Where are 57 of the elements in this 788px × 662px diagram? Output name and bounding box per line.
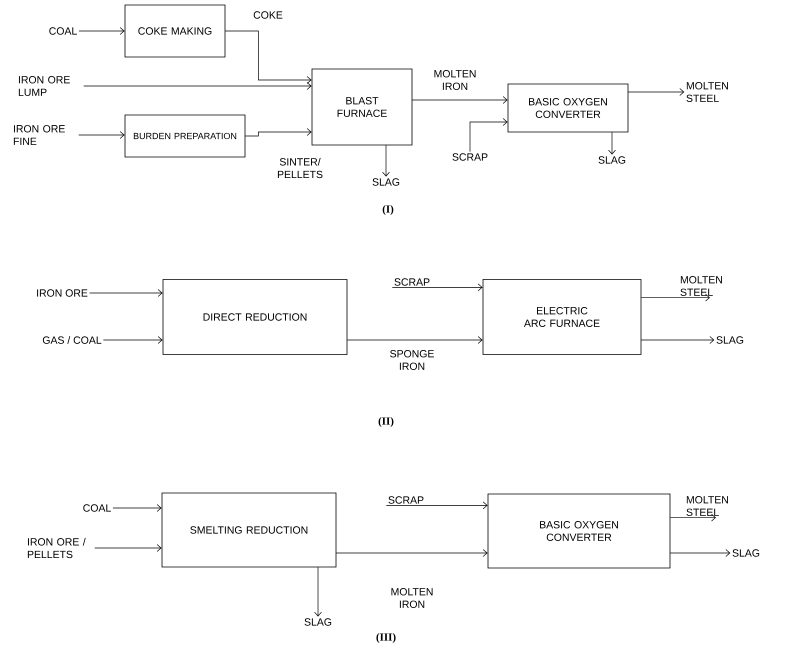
panel-caption: (III) bbox=[376, 633, 396, 643]
arrow bbox=[89, 289, 163, 297]
arrow bbox=[347, 336, 483, 344]
arrow bbox=[386, 502, 488, 510]
stream-label: IRON ORE bbox=[37, 289, 88, 297]
process-box: SMELTING REDUCTION bbox=[162, 492, 336, 568]
arrow bbox=[470, 118, 508, 152]
arrow bbox=[336, 549, 488, 557]
process-box: ELECTRIC ARC FURNACE bbox=[482, 279, 642, 355]
stream-label: SCRAP bbox=[388, 496, 424, 504]
process-box: BASIC OXYGEN CONVERTER bbox=[488, 494, 670, 568]
arrow bbox=[641, 294, 710, 302]
stream-label: MOLTEN STEEL bbox=[680, 276, 722, 296]
arrow bbox=[628, 88, 684, 96]
edge-label: MOLTEN IRON bbox=[391, 588, 433, 608]
arrow bbox=[412, 96, 508, 104]
process-box: BURDEN PREPARATION bbox=[124, 114, 246, 158]
stream-label: GAS / COAL bbox=[42, 336, 102, 344]
stream-label: SLAG bbox=[732, 549, 760, 557]
panel-caption: (I) bbox=[382, 205, 394, 215]
stream-label: SLAG bbox=[372, 178, 400, 186]
stream-label: IRON ORE FINE bbox=[14, 125, 65, 145]
arrow bbox=[641, 336, 714, 344]
arrow bbox=[245, 128, 312, 136]
arrow bbox=[670, 549, 730, 557]
stream-label: SCRAP bbox=[452, 153, 488, 161]
edge-label: SPONGE IRON bbox=[390, 350, 434, 370]
edge-label: SINTER/ PELLETS bbox=[278, 158, 322, 178]
stream-label: MOLTEN STEEL bbox=[686, 496, 728, 516]
stream-label: IRON ORE / PELLETS bbox=[28, 538, 86, 558]
arrow bbox=[382, 145, 390, 177]
stream-label: SLAG bbox=[716, 336, 744, 344]
stream-label: SLAG bbox=[304, 618, 332, 626]
arrow bbox=[608, 132, 616, 155]
arrow bbox=[314, 567, 322, 617]
stream-label: SCRAP bbox=[394, 278, 430, 286]
stream-label: MOLTEN STEEL bbox=[686, 82, 728, 102]
process-box: COKE MAKING bbox=[124, 4, 226, 58]
stream-label: COAL bbox=[49, 27, 77, 35]
process-box: DIRECT REDUCTION bbox=[162, 279, 348, 355]
panel-caption: (II) bbox=[378, 417, 394, 427]
stream-label: COAL bbox=[83, 504, 111, 512]
arrow bbox=[225, 30, 312, 84]
arrow bbox=[112, 504, 162, 512]
edge-label: MOLTEN IRON bbox=[434, 70, 476, 90]
process-box: BASIC OXYGEN CONVERTER bbox=[508, 84, 628, 132]
stream-label: SLAG bbox=[598, 156, 626, 164]
arrow bbox=[103, 336, 163, 344]
stream-label: IRON ORE LUMP bbox=[18, 76, 70, 96]
edge-label: COKE bbox=[254, 11, 282, 19]
arrow bbox=[78, 131, 125, 139]
arrow bbox=[78, 27, 125, 35]
arrow bbox=[83, 82, 312, 90]
arrow bbox=[392, 284, 483, 292]
process-box: BLAST FURNACE bbox=[312, 68, 412, 146]
arrow bbox=[670, 514, 716, 522]
arrow bbox=[94, 544, 162, 552]
